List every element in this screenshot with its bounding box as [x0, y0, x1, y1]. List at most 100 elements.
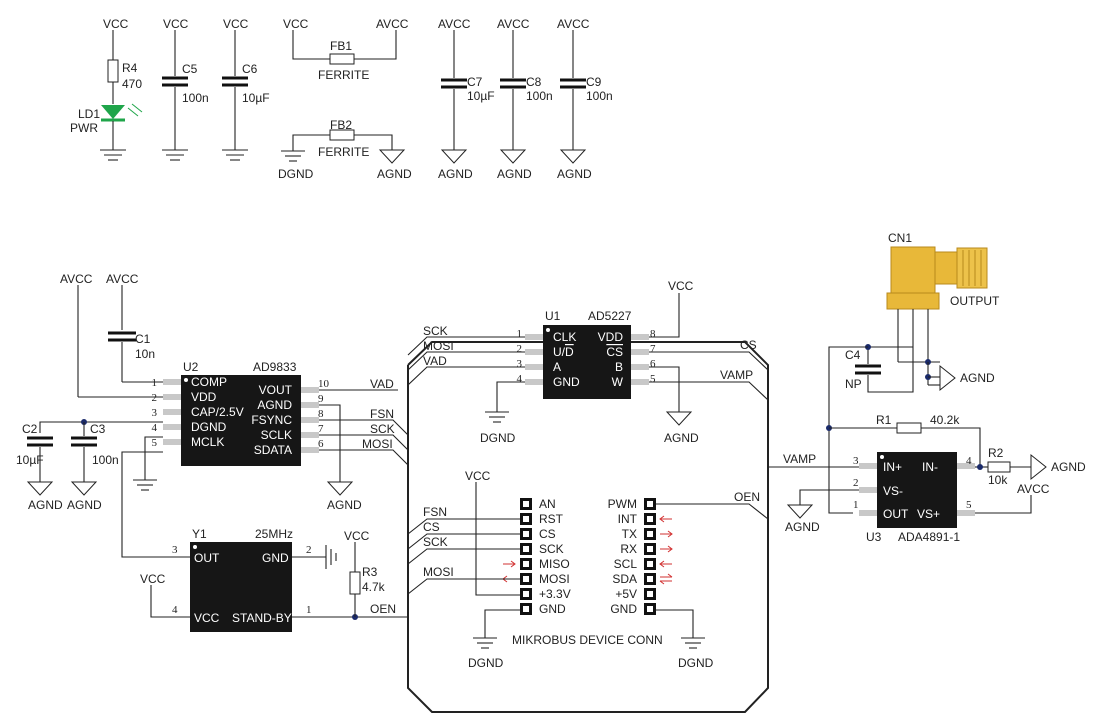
net-cs: CS: [423, 520, 440, 534]
u2-pin-number: 1: [152, 377, 158, 389]
agnd-label: AGND: [438, 167, 473, 181]
u1-pin: [525, 364, 543, 370]
mikrobus-pin-hole: [647, 576, 653, 582]
dgnd-label: DGND: [480, 431, 516, 445]
direction-arrow-icon: [660, 530, 673, 538]
u1-pin-label: GND: [553, 375, 580, 389]
u3-ref: U3: [866, 530, 882, 544]
y1-freq: 25MHz: [255, 527, 293, 541]
u2-pin-number: 4: [152, 422, 158, 434]
c8-ref: C8: [526, 75, 542, 89]
u2-pin-number: 10: [318, 378, 330, 390]
ld1-value: PWR: [70, 121, 98, 135]
mikrobus-label-right: +5V: [615, 587, 637, 601]
fb1-value: FERRITE: [318, 68, 369, 82]
u2-pin-number: 5: [152, 437, 158, 449]
dgnd-label: DGND: [468, 656, 504, 670]
u1-pin: [525, 379, 543, 385]
net-sck: SCK: [423, 324, 448, 338]
r4-value: 470: [122, 77, 142, 91]
mikrobus-label-left: CS: [539, 527, 556, 541]
u1-pin-number: 1: [517, 328, 523, 340]
u2-pin-label: AGND: [257, 398, 292, 412]
u3-pin4: 4: [966, 455, 972, 467]
r3-value: 4.7k: [362, 580, 386, 594]
y1-vcc: VCC: [194, 611, 220, 625]
ground-icon: [222, 149, 248, 161]
u1-pin-label-text: A: [553, 360, 561, 374]
u1-pin-label: U/D: [553, 345, 574, 359]
u1-pin-label: W: [612, 375, 624, 389]
sma-connector-icon: [886, 246, 988, 310]
direction-arrow-icon: [659, 515, 672, 523]
c7-ref: C7: [467, 75, 483, 89]
net-vad: VAD: [423, 354, 447, 368]
bus-outline: [407, 341, 769, 713]
u1-pin-number: 2: [517, 343, 523, 355]
c2-value: 10µF: [16, 453, 44, 467]
u2-pin: [301, 432, 319, 438]
avcc-label: AVCC: [106, 272, 139, 286]
c7-value: 10µF: [467, 89, 495, 103]
mikrobus-pin-hole: [523, 546, 529, 552]
u1-pin-label: A: [553, 360, 561, 374]
vcc-label: VCC: [668, 279, 694, 293]
u1-pin: [631, 334, 649, 340]
mikrobus-label-left: SCK: [539, 542, 564, 556]
y1-pin3: 3: [172, 544, 178, 556]
net-fsn: FSN: [370, 407, 394, 421]
ground-icon: [485, 411, 509, 423]
u2-pin-label: SCLK: [261, 428, 292, 442]
u1-pin-label-text: U/: [553, 345, 566, 359]
mikrobus-pin-hole: [523, 561, 529, 567]
u1-pin: [525, 349, 543, 355]
agnd-label: AGND: [327, 498, 362, 512]
u2-pin: [301, 387, 319, 393]
vcc-label: VCC: [465, 469, 491, 483]
mikrobus-pin-hole: [647, 561, 653, 567]
u3-vsp: VS+: [917, 507, 940, 521]
y1-ref: Y1: [192, 527, 207, 541]
u2-pin-number: 6: [318, 438, 324, 450]
r4-ref: R4: [122, 61, 138, 75]
net-mosi: MOSI: [423, 565, 454, 579]
u2-ref: U2: [183, 360, 199, 374]
agnd-icon: [26, 481, 54, 496]
c9-ref: C9: [586, 75, 602, 89]
ground-icon: [325, 545, 337, 569]
agnd-label: AGND: [28, 498, 63, 512]
agnd-label: AGND: [497, 167, 532, 181]
agnd-label: AGND: [960, 371, 995, 385]
c1-value: 10n: [135, 347, 155, 361]
mikrobus-label-left: AN: [539, 497, 556, 511]
ground-icon: [681, 637, 705, 649]
mikrobus-pin-hole: [523, 531, 529, 537]
r1-value: 40.2k: [930, 413, 960, 427]
u2-pin: [163, 394, 181, 400]
avcc-label: AVCC: [376, 17, 409, 31]
u1-pin-label-bar: D: [565, 345, 574, 359]
fb2-ref: FB2: [330, 118, 352, 132]
r3-resistor: [349, 571, 361, 595]
u2-pin-number: 7: [318, 423, 324, 435]
net-fsn: FSN: [423, 505, 447, 519]
agnd-icon: [665, 411, 693, 426]
u2-pin: [163, 424, 181, 430]
u2-pin-label: DGND: [191, 420, 227, 434]
mikrobus-label-right: RX: [620, 542, 637, 556]
net-mosi: MOSI: [423, 339, 454, 353]
r2-resistor: [987, 461, 1011, 473]
ground-icon: [100, 149, 126, 161]
direction-arrow-icon: [503, 560, 516, 568]
u1-pin-number: 3: [517, 358, 523, 370]
mikrobus-label-left: +3.3V: [539, 587, 571, 601]
u1-pin: [525, 334, 543, 340]
u2-pin-label: FSYNC: [251, 413, 292, 427]
r4-resistor: [107, 59, 119, 83]
u3-inp: IN+: [883, 460, 902, 474]
mikrobus-label-right: GND: [610, 602, 637, 616]
y1-pin4: 4: [172, 604, 178, 616]
mikrobus-pin-hole: [647, 546, 653, 552]
c5-value: 100n: [182, 91, 209, 105]
c9-value: 100n: [586, 89, 613, 103]
